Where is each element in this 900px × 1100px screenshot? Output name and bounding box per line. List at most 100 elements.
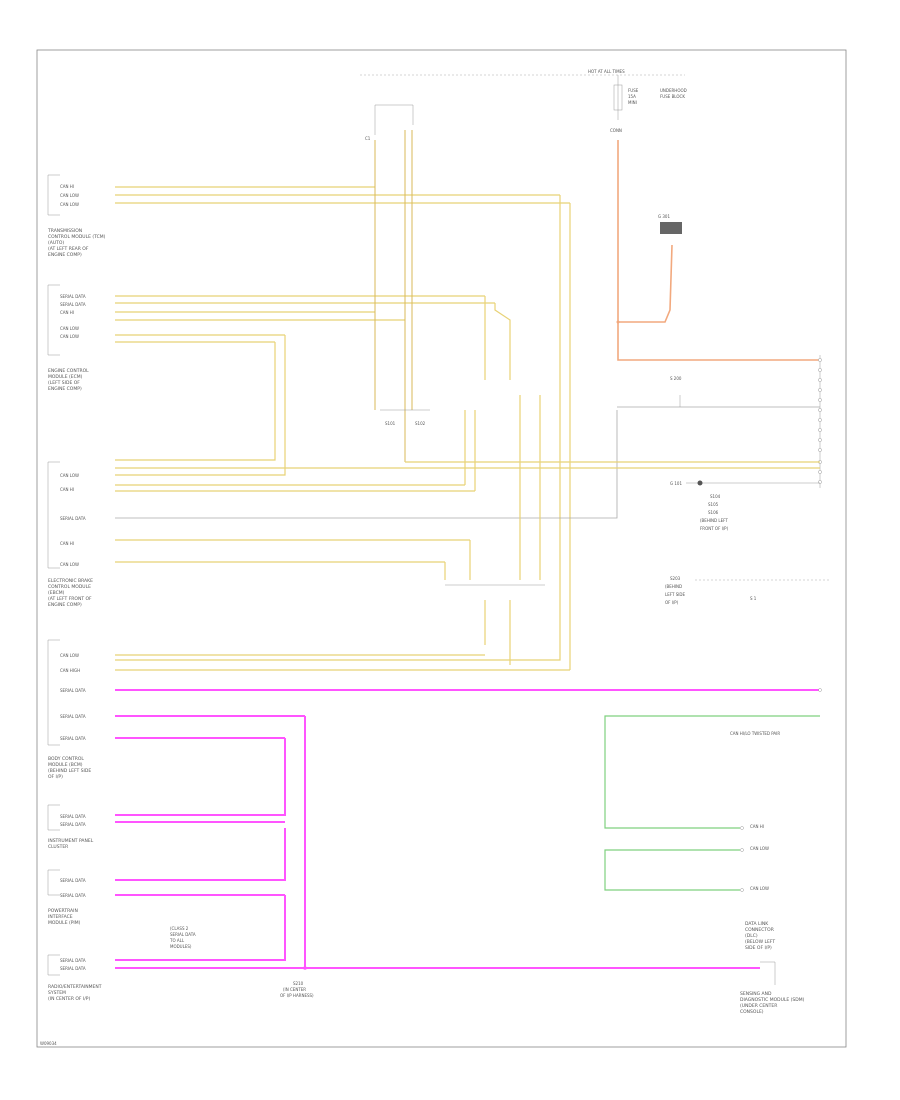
svg-text:MODULES): MODULES) <box>170 944 192 949</box>
ecm-label-3: (LEFT SIDE OF <box>48 380 80 386</box>
hot-label: HOT AT ALL TIMES <box>588 69 625 74</box>
svg-text:SERIAL DATA: SERIAL DATA <box>60 893 86 898</box>
sdm-label-1: SENSING AND <box>740 991 772 997</box>
splice-bottom-center: S210 (IN CENTER OF I/P HARNESS) <box>280 966 314 998</box>
ecm-label-2: MODULE (ECM) <box>48 374 83 380</box>
splice-orange <box>616 320 620 324</box>
radio-label-3: (IN CENTER OF I/P) <box>48 996 90 1002</box>
dlc-label-3: (DLC) <box>745 933 758 939</box>
tcm-module: CAN HI CAN LOW CAN LOW TRANSMISSION CONT… <box>47 174 106 258</box>
top-splice-connectors: C1 <box>365 104 414 180</box>
ipc-label-1: INSTRUMENT PANEL <box>48 838 94 844</box>
svg-text:CAN HI: CAN HI <box>60 184 74 189</box>
fuse-label-2: FUSE BLOCK <box>660 94 685 99</box>
svg-text:FRONT OF I/P): FRONT OF I/P) <box>700 526 729 531</box>
ground-splice-top: G 301 <box>658 214 682 234</box>
sdm-label-2: DIAGNOSTIC MODULE (SDM) <box>740 997 805 1003</box>
svg-text:C1: C1 <box>365 136 371 141</box>
tcm-label-2: CONTROL MODULE (TCM) <box>48 234 106 240</box>
radio-module: SERIAL DATA SERIAL DATA RADIO/ENTERTAINM… <box>47 954 102 1002</box>
svg-text:CAN LOW: CAN LOW <box>60 202 79 207</box>
sdm-module: SENSING AND DIAGNOSTIC MODULE (SDM) (UND… <box>740 961 805 1015</box>
ebcm-label-5: ENGINE COMP) <box>48 602 82 608</box>
svg-text:SERIAL DATA: SERIAL DATA <box>60 878 86 883</box>
bcm-label-1: BODY CONTROL <box>48 756 84 762</box>
svg-text:(CLASS 2: (CLASS 2 <box>170 926 189 931</box>
svg-text:(BEHIND: (BEHIND <box>665 584 682 589</box>
bcm-label-2: MODULE (BCM) <box>48 762 83 768</box>
svg-text:CAN LOW: CAN LOW <box>60 473 79 478</box>
ebcm-label-3: (EBCM) <box>48 590 65 596</box>
svg-text:G 301: G 301 <box>658 214 670 219</box>
pim-module: SERIAL DATA SERIAL DATA POWERTRAIN INTER… <box>47 869 86 926</box>
svg-text:CAN LOW: CAN LOW <box>60 334 79 339</box>
svg-text:SERIAL DATA: SERIAL DATA <box>60 814 86 819</box>
can-pins: CAN HI CAN LOW CAN LOW CAN HI/LO TWISTED… <box>730 731 780 892</box>
svg-text:SERIAL DATA: SERIAL DATA <box>60 516 86 521</box>
note-pim: (CLASS 2 SERIAL DATA TO ALL MODULES) <box>169 926 196 949</box>
svg-text:S203: S203 <box>670 576 681 581</box>
pim-label-1: POWERTRAIN <box>48 908 78 914</box>
svg-text:OF I/P): OF I/P) <box>665 600 679 605</box>
ecm-label-4: ENGINE COMP) <box>48 386 82 392</box>
ecm-module: SERIAL DATA SERIAL DATA CAN HI CAN LOW C… <box>47 284 89 392</box>
dlc-label-1: DATA LINK <box>745 921 769 927</box>
svg-text:SERIAL DATA: SERIAL DATA <box>60 736 86 741</box>
svg-text:SERIAL DATA: SERIAL DATA <box>170 932 196 937</box>
svg-text:CAN LOW: CAN LOW <box>60 326 79 331</box>
svg-text:CAN HI: CAN HI <box>60 541 74 546</box>
svg-text:CAN LOW: CAN LOW <box>60 193 79 198</box>
svg-text:SERIAL DATA: SERIAL DATA <box>60 966 86 971</box>
svg-text:CAN LOW: CAN LOW <box>750 886 769 891</box>
diagram-border <box>36 49 847 1048</box>
radio-label-2: SYSTEM <box>48 990 66 996</box>
tcm-label-5: ENGINE COMP) <box>48 252 82 258</box>
pim-label-3: MODULE (PIM) <box>48 920 81 926</box>
svg-text:FUSE: FUSE <box>628 88 639 93</box>
wire-gray-bus <box>115 410 618 519</box>
svg-text:S106: S106 <box>708 510 719 515</box>
ebcm-label-4: (AT LEFT FRONT OF <box>48 596 92 602</box>
wire-green-1 <box>604 715 820 829</box>
svg-text:CAN HI: CAN HI <box>60 310 74 315</box>
svg-text:SERIAL DATA: SERIAL DATA <box>60 302 86 307</box>
sdm-label-4: CONSOLE) <box>740 1009 764 1015</box>
ebcm-label-1: ELECTRONIC BRAKE <box>48 578 93 584</box>
footer-code: W09034 <box>40 1041 57 1046</box>
svg-text:CAN LOW: CAN LOW <box>60 653 79 658</box>
svg-text:(IN CENTER: (IN CENTER <box>283 987 306 992</box>
ecm-label-1: ENGINE CONTROL <box>48 368 89 374</box>
bcm-label-3: (BEHIND LEFT SIDE <box>48 768 91 774</box>
svg-text:CAN LOW: CAN LOW <box>60 562 79 567</box>
splice-right: S203 (BEHIND LEFT SIDE OF I/P) S 1 <box>665 576 830 605</box>
ground-point-right: G 101 S104 S105 S106 (BEHIND LEFT FRONT … <box>670 480 820 531</box>
dlc-label-4: (BELOW LEFT <box>745 939 775 945</box>
tcm-label-4: (AT LEFT REAR OF <box>48 246 89 252</box>
ipc-label-2: CLUSTER <box>48 844 68 850</box>
wire-orange-branch <box>618 244 673 323</box>
svg-text:SERIAL DATA: SERIAL DATA <box>60 958 86 963</box>
svg-text:LEFT SIDE: LEFT SIDE <box>665 592 686 597</box>
svg-text:CAN HIGH: CAN HIGH <box>60 668 80 673</box>
svg-text:S 200: S 200 <box>670 376 682 381</box>
fuse-label-1: UNDERHOOD <box>660 88 687 93</box>
right-connector-block <box>818 355 822 488</box>
splice-pack-center: S101 S102 <box>380 409 430 426</box>
pim-label-2: INTERFACE <box>48 914 73 920</box>
svg-text:S105: S105 <box>708 502 719 507</box>
svg-text:SERIAL DATA: SERIAL DATA <box>60 822 86 827</box>
svg-text:S102: S102 <box>415 421 426 426</box>
dlc-label-2: CONNECTOR <box>745 927 774 933</box>
svg-text:OF I/P HARNESS): OF I/P HARNESS) <box>280 993 314 998</box>
dlc-connector: DATA LINK CONNECTOR (DLC) (BELOW LEFT SI… <box>745 688 822 951</box>
svg-text:SERIAL DATA: SERIAL DATA <box>60 714 86 719</box>
bcm-label-4: OF I/P) <box>48 774 63 780</box>
svg-text:SERIAL DATA: SERIAL DATA <box>60 688 86 693</box>
svg-text:S101: S101 <box>385 421 396 426</box>
radio-label-1: RADIO/ENTERTAINMENT <box>48 984 102 990</box>
ebcm-module: CAN LOW CAN HI SERIAL DATA CAN HI CAN LO… <box>47 461 93 608</box>
svg-text:CAN LOW: CAN LOW <box>750 846 769 851</box>
svg-text:TO ALL: TO ALL <box>169 938 185 943</box>
tcm-label-1: TRANSMISSION <box>47 228 82 234</box>
